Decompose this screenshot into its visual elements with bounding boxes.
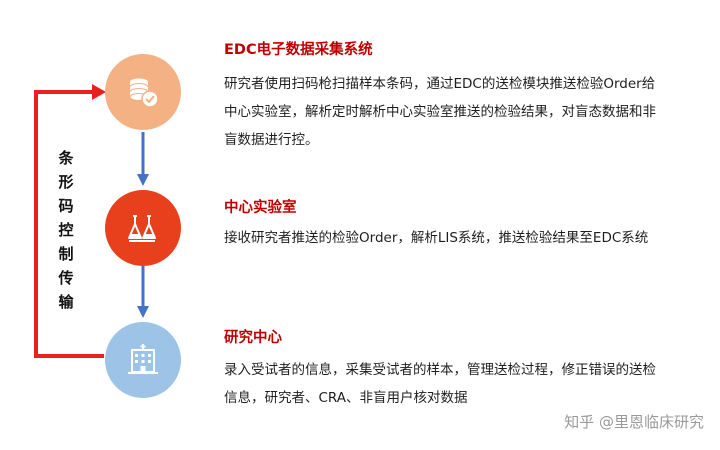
edc-system-node: [105, 54, 181, 130]
coins-check-icon: [124, 73, 162, 111]
watermark: 知乎 @里恩临床研究: [564, 413, 704, 431]
feedback-loop-arrowhead: [92, 84, 106, 100]
hospital-building-icon: [125, 342, 161, 378]
down-arrow-2-head: [137, 306, 149, 318]
feedback-loop-arrow: [34, 90, 104, 358]
edc-system-title: EDC电子数据采集系统: [224, 42, 373, 58]
lab-flasks-icon: [125, 210, 161, 246]
edc-system-description: 研究者使用扫码枪扫描样本条码，通过EDC的送检模块推送检验Order给中心实验室…: [224, 76, 656, 148]
research-center-description: 录入受试者的信息，采集受试者的样本，管理送检过程，修正错误的送检信息，研究者、C…: [224, 362, 656, 406]
down-arrow-1-head: [137, 174, 149, 186]
research-center-node: [105, 322, 181, 398]
central-lab-description: 接收研究者推送的检验Order，解析LIS系统，推送检验结果至EDC系统: [224, 230, 649, 246]
central-lab-node: [105, 190, 181, 266]
research-center-title: 研究中心: [224, 330, 282, 346]
barcode-control-label: 条形码控制传输: [58, 149, 74, 311]
central-lab-title: 中心实验室: [224, 200, 297, 216]
